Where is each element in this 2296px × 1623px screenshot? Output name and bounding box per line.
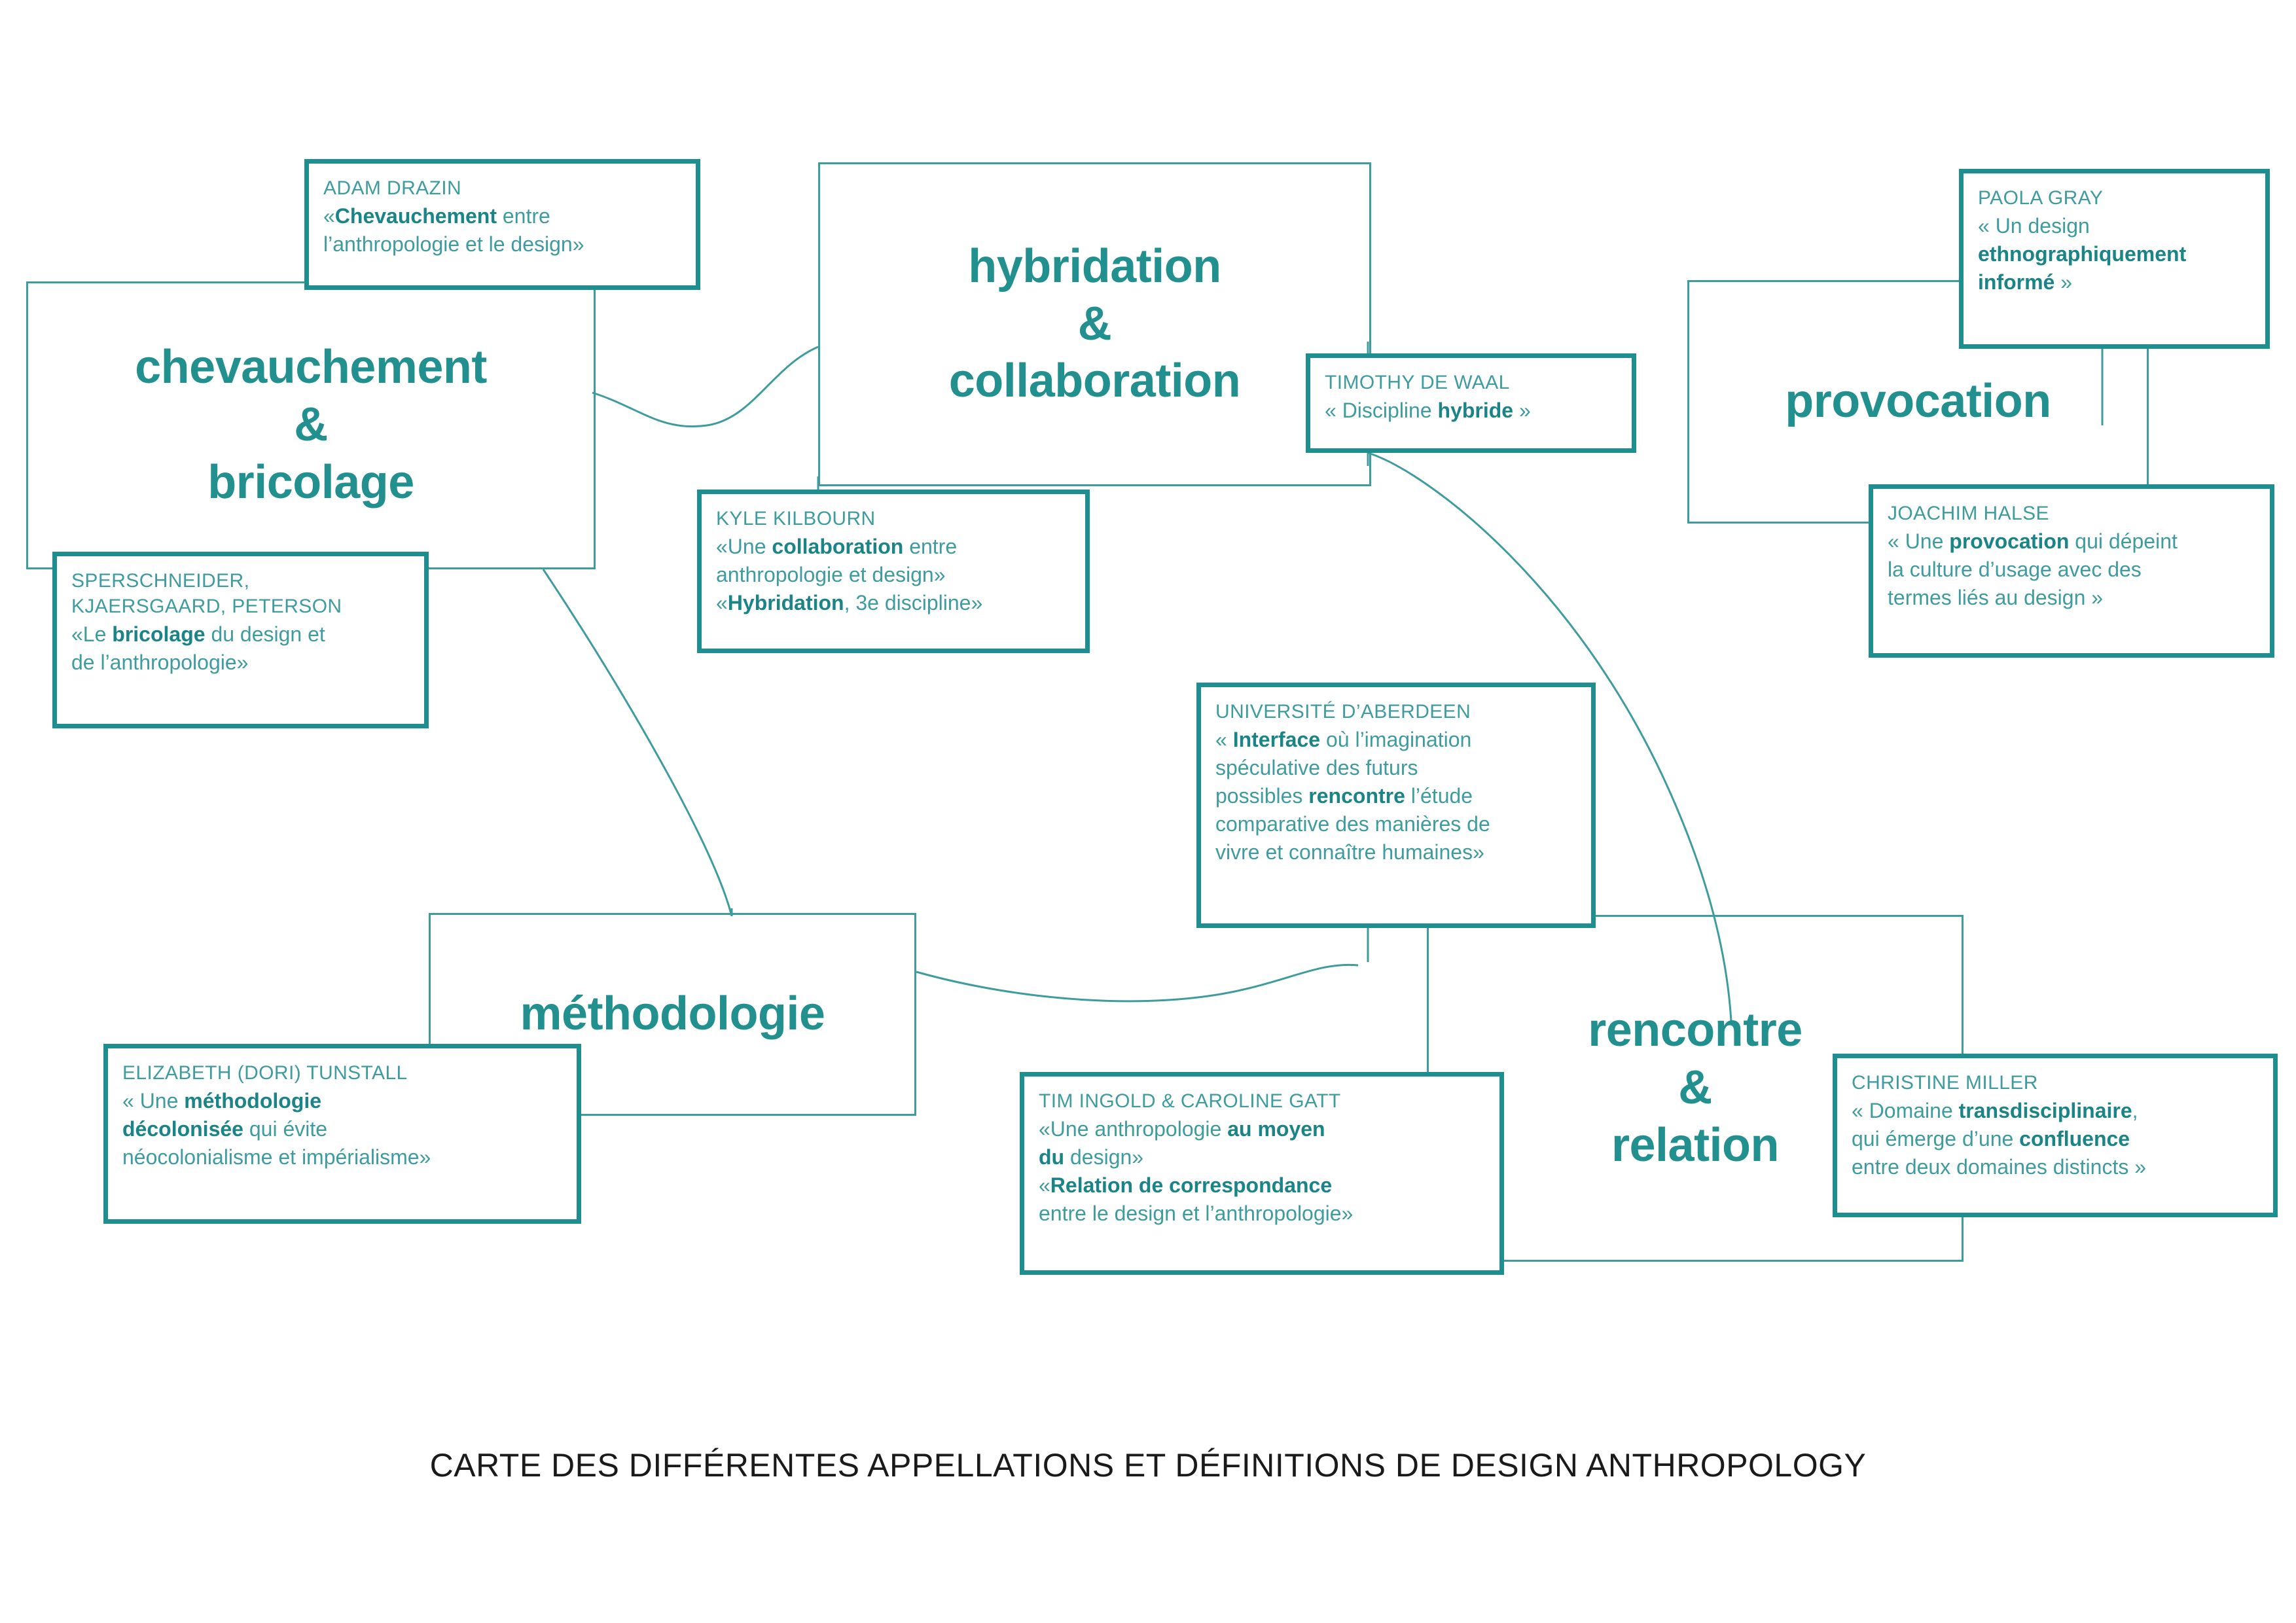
- quote-box-universite-aberdeen[interactable]: UNIVERSITÉ D’ABERDEEN « Interface où l’i…: [1196, 683, 1596, 928]
- quote-author-paola-gray: PAOLA GRAY: [1978, 187, 2104, 209]
- quote-body-timothy-de-waal: « Discipline hybride »: [1325, 399, 1531, 422]
- concept-box-rencontre[interactable]: rencontre & relation: [1427, 915, 1964, 1262]
- concept-box-hybridation[interactable]: hybridation & collaboration: [818, 162, 1371, 486]
- quote-author-timothy-de-waal: TIMOTHY DE WAAL: [1325, 372, 1510, 393]
- quote-author-sperschneider: SPERSCHNEIDER, KJAERSGAARD, PETERSON: [71, 570, 342, 617]
- quote-box-tim-ingold-caroline-gatt[interactable]: TIM INGOLD & CAROLINE GATT «Une anthropo…: [1020, 1072, 1504, 1275]
- concept-label-rencontre: rencontre & relation: [1588, 1004, 1803, 1171]
- quote-body-christine-miller: « Domaine transdisciplinaire,qui émerge …: [1852, 1099, 2147, 1179]
- concept-label-chevauchement: chevauchement & bricolage: [135, 341, 487, 508]
- quote-box-joachim-halse[interactable]: JOACHIM HALSE « Une provocation qui dépe…: [1869, 484, 2274, 658]
- concept-label-methodologie: méthodologie: [520, 988, 825, 1041]
- quote-box-timothy-de-waal[interactable]: TIMOTHY DE WAAL « Discipline hybride »: [1306, 353, 1636, 453]
- connector-methodologie-rencontre: [916, 963, 1359, 1003]
- quote-box-elizabeth-tunstall[interactable]: ELIZABETH (DORI) TUNSTALL « Une méthodol…: [103, 1044, 581, 1224]
- quote-author-tim-ingold-caroline-gatt: TIM INGOLD & CAROLINE GATT: [1039, 1090, 1341, 1112]
- quote-box-christine-miller[interactable]: CHRISTINE MILLER « Domaine transdiscipli…: [1833, 1054, 2278, 1217]
- concept-box-chevauchement[interactable]: chevauchement & bricolage: [26, 281, 596, 569]
- concept-box-provocation[interactable]: provocation: [1687, 280, 2149, 524]
- concept-label-hybridation: hybridation & collaboration: [948, 240, 1241, 408]
- connector-chevauchement-hybridation: [592, 346, 819, 428]
- concept-label-provocation: provocation: [1785, 375, 2051, 428]
- quote-author-elizabeth-tunstall: ELIZABETH (DORI) TUNSTALL: [122, 1062, 408, 1084]
- quote-author-kyle-kilbourn: KYLE KILBOURN: [716, 508, 876, 529]
- quote-box-sperschneider[interactable]: SPERSCHNEIDER, KJAERSGAARD, PETERSON «Le…: [52, 552, 429, 728]
- concept-box-methodologie[interactable]: méthodologie: [429, 913, 916, 1116]
- quote-author-universite-aberdeen: UNIVERSITÉ D’ABERDEEN: [1215, 701, 1471, 722]
- quote-author-adam-drazin: ADAM DRAZIN: [323, 177, 462, 199]
- quote-author-joachim-halse: JOACHIM HALSE: [1888, 503, 2049, 524]
- diagram-caption: CARTE DES DIFFÉRENTES APPELLATIONS ET DÉ…: [429, 1447, 1867, 1484]
- quote-author-christine-miller: CHRISTINE MILLER: [1852, 1072, 2038, 1094]
